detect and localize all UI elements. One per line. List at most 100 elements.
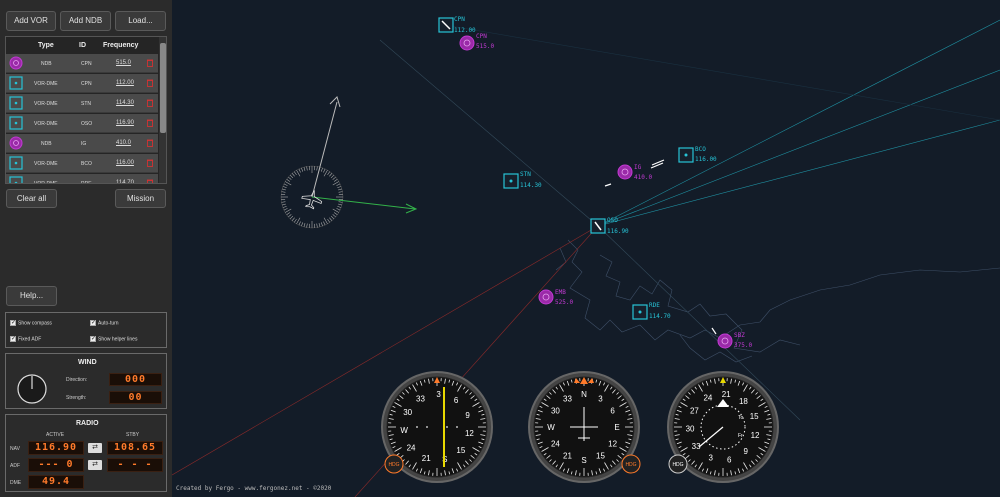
adf-stby-display[interactable]: - - - [107, 458, 163, 472]
ndb-cpn-freq: 515.0 [476, 43, 494, 50]
vor-icon [9, 116, 23, 130]
dial-label: N [581, 390, 587, 399]
nav-stby-display[interactable]: 108.65 [107, 441, 163, 455]
dial-label: E [614, 423, 619, 432]
add-vor-button[interactable]: Add VOR [6, 11, 56, 31]
adf-knob[interactable] [668, 454, 688, 474]
adf-label: ADF [10, 463, 20, 469]
load-button[interactable]: Load... [115, 11, 166, 31]
dial-label: 12 [751, 431, 760, 440]
dial-label: 21 [422, 454, 431, 463]
dial-label: 6 [727, 455, 732, 464]
aircraft-icon[interactable] [300, 188, 324, 211]
wind-strength-display[interactable]: 00 [109, 391, 162, 404]
trash-icon[interactable] [147, 99, 153, 107]
row-type: VOR-DME [34, 181, 58, 184]
navaids[interactable]: CPN 112.00 CPN 515.0 STN 114.30 IG 410.0… [438, 16, 752, 349]
add-ndb-button[interactable]: Add NDB [60, 11, 111, 31]
credit-text: Created by Fergo - www.fergonez.net - ©2… [176, 485, 332, 492]
adf-active-display[interactable]: --- 0 [28, 458, 84, 472]
dme-label: DME [10, 480, 22, 486]
ndb-sbz-icon[interactable] [717, 333, 733, 349]
trash-icon[interactable] [147, 119, 153, 127]
aircraft-compass [280, 165, 344, 229]
dial-label: 9 [744, 447, 749, 456]
ndb-emb-id: EMB [555, 289, 566, 296]
hdg-knob[interactable] [621, 454, 641, 474]
row-frequency[interactable]: 114.30 [116, 100, 134, 106]
show-helper-lines-checkbox[interactable]: Show helper lines [90, 335, 138, 343]
radial-lines [172, 19, 1000, 497]
row-frequency[interactable]: 410.0 [116, 140, 132, 146]
vor-stn-freq: 114.30 [520, 182, 542, 189]
ndb-emb-icon[interactable] [538, 289, 554, 305]
trash-icon[interactable] [147, 139, 153, 147]
vor-rde-id: RDE [649, 302, 660, 309]
dial-label: 12 [465, 429, 474, 438]
vor-stn-icon[interactable] [503, 173, 519, 189]
row-frequency[interactable]: 112.00 [116, 80, 134, 86]
help-button[interactable]: Help... [6, 286, 57, 306]
trash-icon[interactable] [147, 59, 153, 67]
row-id: CPN [81, 81, 92, 87]
row-type: VOR-DME [34, 101, 58, 107]
table-row[interactable]: VOR-DME STN 114.30 [6, 94, 158, 113]
vor-rde-icon[interactable] [632, 304, 648, 320]
nav-swap-button[interactable]: ⇄ [88, 443, 102, 453]
row-type: VOR-DME [34, 121, 58, 127]
show-helper-lines-label: Show helper lines [98, 336, 138, 343]
row-type: NDB [41, 61, 52, 67]
auto-turn-checkbox[interactable]: Auto-turn [90, 319, 119, 326]
trash-icon[interactable] [147, 79, 153, 87]
clear-all-button[interactable]: Clear all [6, 189, 57, 208]
dial-label: 27 [690, 407, 699, 416]
wind-panel: WIND Direction: 000 Strength: 00 [5, 353, 167, 409]
vor-cpn-id: CPN [454, 16, 465, 23]
fixed-adf-checkbox[interactable]: Fixed ADF [10, 335, 41, 342]
scrollbar-thumb[interactable] [160, 43, 166, 133]
trash-icon[interactable] [147, 159, 153, 167]
table-scrollbar[interactable] [159, 37, 166, 183]
dial-label: 15 [596, 452, 605, 461]
adf-needle [698, 426, 724, 448]
vor-oso-freq: 116.90 [607, 228, 629, 235]
ndb-sbz-id: SBZ [734, 332, 745, 339]
row-frequency[interactable]: 116.90 [116, 120, 134, 126]
vor-bco-icon[interactable] [678, 147, 694, 163]
obs-instrument[interactable]: 333691215S2124W30 HDG [381, 371, 493, 483]
vor-oso-icon[interactable] [590, 218, 606, 234]
show-compass-checkbox[interactable]: Show compass [10, 319, 52, 326]
wind-direction-dial[interactable] [16, 373, 48, 405]
ndb-icon [9, 136, 23, 150]
row-id: STN [81, 101, 91, 107]
vor-cpn-icon[interactable] [438, 17, 454, 33]
mission-button[interactable]: Mission [115, 189, 166, 208]
adf-swap-button[interactable]: ⇄ [88, 460, 102, 470]
trash-icon[interactable] [147, 179, 153, 184]
nav-active-display[interactable]: 116.90 [28, 441, 84, 455]
ndb-icon [9, 56, 23, 70]
row-frequency[interactable]: 116.00 [116, 160, 134, 166]
dial-label: 18 [739, 397, 748, 406]
dial-label: 24 [703, 394, 712, 403]
ndb-cpn-icon[interactable] [459, 35, 475, 51]
wind-direction-display[interactable]: 000 [109, 373, 162, 386]
ndb-ig-icon[interactable] [617, 164, 633, 180]
dial-label: 6 [454, 396, 459, 405]
row-frequency[interactable]: 114.70 [116, 180, 134, 184]
row-frequency[interactable]: 515.0 [116, 60, 132, 66]
ndb-sbz-freq: 375.0 [734, 342, 752, 349]
radio-title: RADIO [76, 420, 99, 427]
map-canvas[interactable]: CPN 112.00 CPN 515.0 STN 114.30 IG 410.0… [172, 0, 1000, 497]
obs-knob[interactable] [384, 454, 404, 474]
dial-label: 21 [722, 390, 731, 399]
